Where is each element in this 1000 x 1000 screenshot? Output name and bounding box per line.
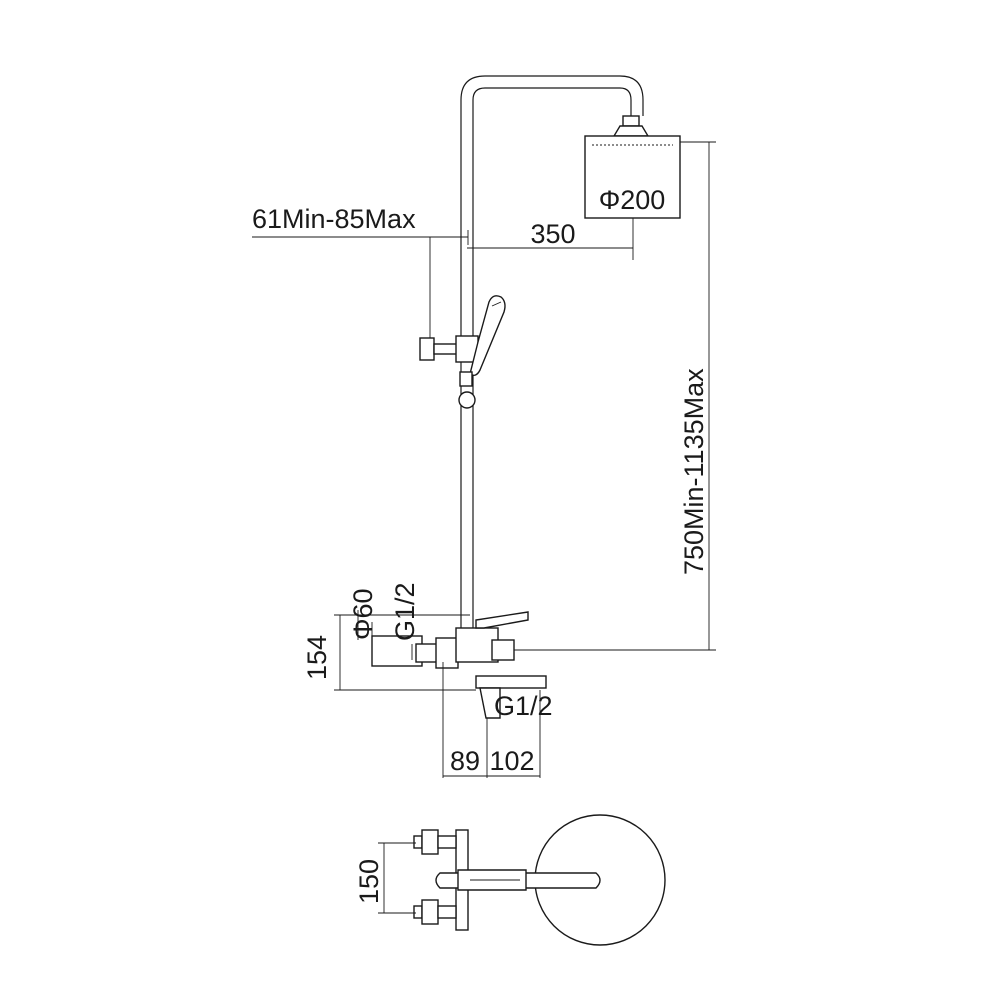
inlet-thread-upper-dimension: G1/2	[390, 582, 420, 660]
inlet-spacing-dimension: 150	[354, 842, 416, 914]
top-view-inlet-upper	[413, 829, 457, 855]
bracket-offset-dimension: 61Min-85Max	[252, 204, 469, 355]
head-diameter-label: Φ200	[599, 185, 666, 215]
top-view-spout	[435, 869, 601, 891]
bath-mixer-valve	[371, 611, 547, 719]
height-dimension: 750Min-1135Max	[500, 141, 716, 651]
arm-length-label: 350	[530, 219, 575, 249]
head-diameter-dimension: Φ200	[599, 185, 666, 215]
inlet-diameter-label: Φ60	[348, 588, 378, 640]
sliding-bracket	[419, 335, 479, 363]
arm-length-dimension: 350	[467, 218, 634, 260]
spout-offset-a-label: 89	[450, 746, 480, 776]
inlet-spacing-label: 150	[354, 859, 384, 904]
inlet-thread-lower-label: G1/2	[494, 691, 553, 721]
inlet-diameter-dimension: Φ60	[348, 588, 378, 666]
inlet-thread-lower-dimension: G1/2	[488, 691, 553, 721]
hand-shower	[458, 295, 506, 409]
rain-shower-head	[584, 115, 681, 219]
mixer-height-dimension: 154	[302, 614, 476, 691]
mixer-height-label: 154	[302, 635, 332, 680]
spout-offset-dimension: 89 102	[442, 662, 541, 778]
bracket-offset-label: 61Min-85Max	[252, 204, 416, 234]
height-range-label: 750Min-1135Max	[679, 368, 709, 575]
top-view-inlet-lower	[413, 899, 457, 925]
spout-offset-b-label: 102	[489, 746, 534, 776]
inlet-thread-upper-label: G1/2	[390, 582, 420, 641]
